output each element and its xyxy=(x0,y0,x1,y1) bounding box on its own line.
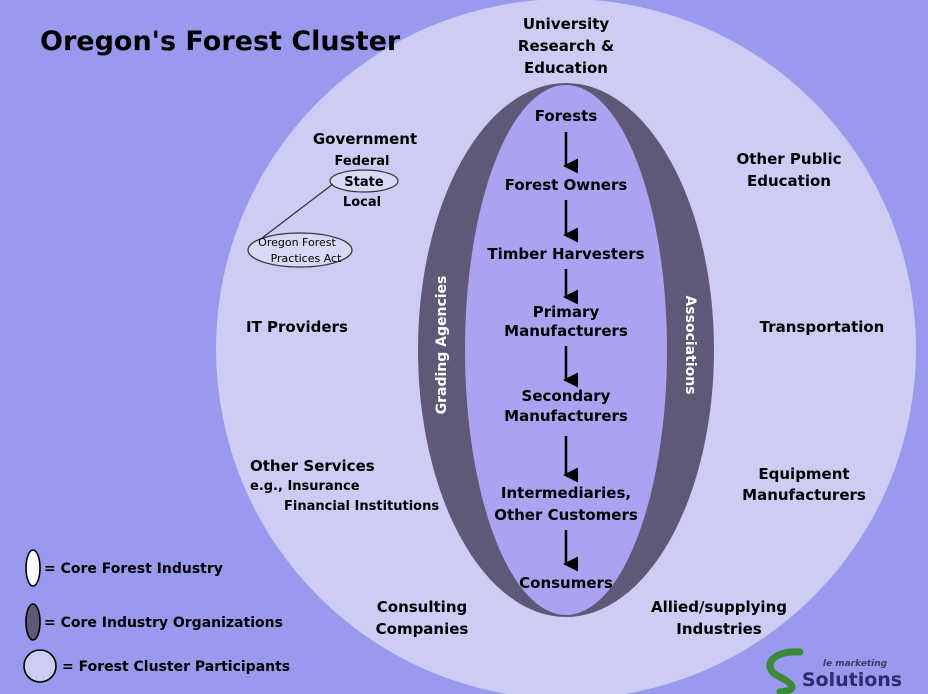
chain-forests: Forests xyxy=(535,107,598,125)
practices-act-line-2: Practices Act xyxy=(271,252,343,265)
logo-swoosh-icon xyxy=(766,648,804,694)
equipment-line-1: Equipment xyxy=(758,465,849,483)
chain-forest-owners: Forest Owners xyxy=(505,176,628,194)
it-providers-label: IT Providers xyxy=(246,318,348,336)
chain-consumers: Consumers xyxy=(519,574,613,592)
top-label-line-2: Research & xyxy=(518,37,614,55)
government-state: State xyxy=(344,175,384,190)
other-public-line-2: Education xyxy=(747,172,831,190)
top-label-line-3: Education xyxy=(524,59,608,77)
practices-act-oval xyxy=(247,232,353,268)
other-public-line-1: Other Public xyxy=(737,150,842,168)
chain-intermediaries-line-2: Other Customers xyxy=(494,506,638,524)
practices-act-line-1: Oregon Forest xyxy=(258,236,336,249)
legend-core-industry-icon xyxy=(25,549,41,587)
chain-timber-harvesters: Timber Harvesters xyxy=(487,245,644,263)
services-example-1: e.g., Insurance xyxy=(250,479,360,494)
page-title: Oregon's Forest Cluster xyxy=(40,26,401,57)
transportation-label: Transportation xyxy=(760,318,885,336)
other-services-label: Other Services xyxy=(250,457,375,475)
legend-core-organizations-icon xyxy=(25,603,41,641)
solutions-logo: le marketing Solutions xyxy=(766,648,902,694)
legend: = Core Forest Industry = Core Industry O… xyxy=(23,549,290,683)
logo-big-text: Solutions xyxy=(802,669,902,691)
grading-agencies-label: Grading Agencies xyxy=(434,276,450,415)
chain-intermediaries-line-1: Intermediaries, xyxy=(501,484,631,502)
logo-small-text: le marketing xyxy=(823,659,888,669)
top-label-line-1: University xyxy=(523,15,610,33)
chain-primary-line-1: Primary xyxy=(533,303,600,321)
legend-cluster-participants-icon xyxy=(23,649,57,683)
services-example-2: Financial Institutions xyxy=(284,499,439,514)
legend-core-organizations-text: = Core Industry Organizations xyxy=(44,615,283,631)
legend-core-industry-text: = Core Forest Industry xyxy=(44,561,223,577)
callout-line xyxy=(261,183,334,239)
government-local: Local xyxy=(343,195,381,210)
government-heading: Government xyxy=(313,130,417,148)
government-federal: Federal xyxy=(335,154,390,169)
chain-secondary-line-2: Manufacturers xyxy=(504,407,628,425)
allied-line-2: Industries xyxy=(676,620,761,638)
consulting-line-2: Companies xyxy=(376,620,469,638)
consulting-line-1: Consulting xyxy=(377,598,467,616)
legend-cluster-participants-text: = Forest Cluster Participants xyxy=(62,659,290,675)
equipment-line-2: Manufacturers xyxy=(742,486,866,504)
chain-secondary-line-1: Secondary xyxy=(522,387,611,405)
allied-line-1: Allied/supplying xyxy=(651,598,787,616)
associations-label: Associations xyxy=(682,295,698,394)
chain-primary-line-2: Manufacturers xyxy=(504,322,628,340)
state-oval xyxy=(329,169,399,193)
